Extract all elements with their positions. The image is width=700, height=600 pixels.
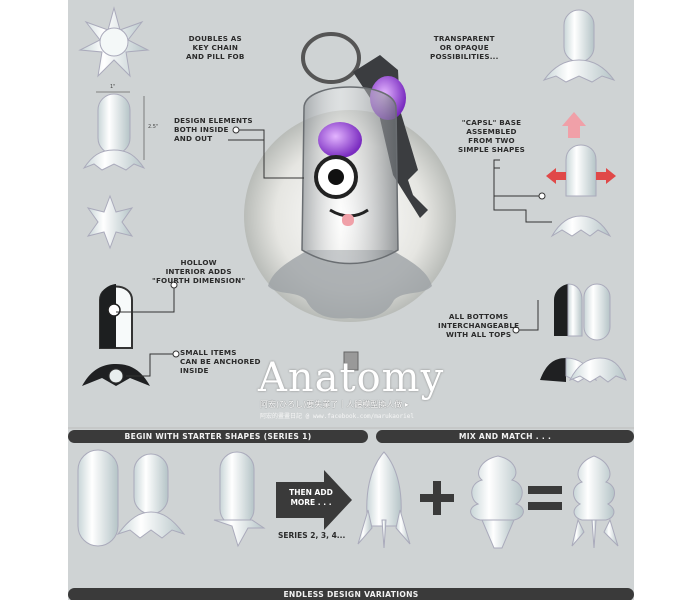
equals-icon: [528, 486, 562, 510]
star-top-icon: [78, 6, 150, 78]
dimension-width: 1": [110, 84, 116, 90]
bar-endless-variations: ENDLESS DESIGN VARIATIONS: [68, 588, 634, 600]
hollow-section-icon: [82, 284, 150, 386]
bar-mix-and-match: MIX AND MATCH . . .: [376, 430, 634, 443]
plus-icon: [420, 481, 454, 515]
starter-capsule-2-icon: [116, 453, 186, 539]
poster-title: Anatomy: [258, 355, 445, 401]
key-ring: [301, 32, 361, 84]
ice-cream-icon: [470, 455, 524, 549]
pink-arrow-icon: [562, 112, 586, 138]
series-label: SERIES 2, 3, 4...: [278, 531, 346, 540]
starter-capsule-1-icon: [77, 449, 119, 547]
interchangeable-parts-icon: [540, 283, 627, 383]
starter-capsule-3-icon: [213, 451, 266, 548]
rocket-icon: [357, 451, 411, 549]
mini-figure: [343, 351, 359, 371]
poster-watermark: 阿宏的畫畫日記 @ www.facebook.com/marukaoriel: [260, 413, 414, 420]
capsl-assembly-icon: [546, 144, 616, 238]
capsule-top-right-icon: [542, 9, 616, 83]
glass-capsule-figure: [268, 86, 432, 319]
star-mid-icon: [86, 194, 134, 250]
result-rocket-icecream-icon: [571, 455, 619, 549]
capsule-left-icon: [82, 93, 146, 171]
callout-lines: [116, 126, 552, 377]
then-add-arrow-icon: [276, 470, 352, 530]
dimension-height: 2.5": [148, 124, 159, 130]
poster-artwork: [68, 6, 634, 549]
poster-subtitle: 阿宏(ひろし)要失業了｜人體模型換人做 ▸: [260, 400, 409, 409]
bar-starter-shapes: BEGIN WITH STARTER SHAPES (SERIES 1): [68, 430, 368, 443]
